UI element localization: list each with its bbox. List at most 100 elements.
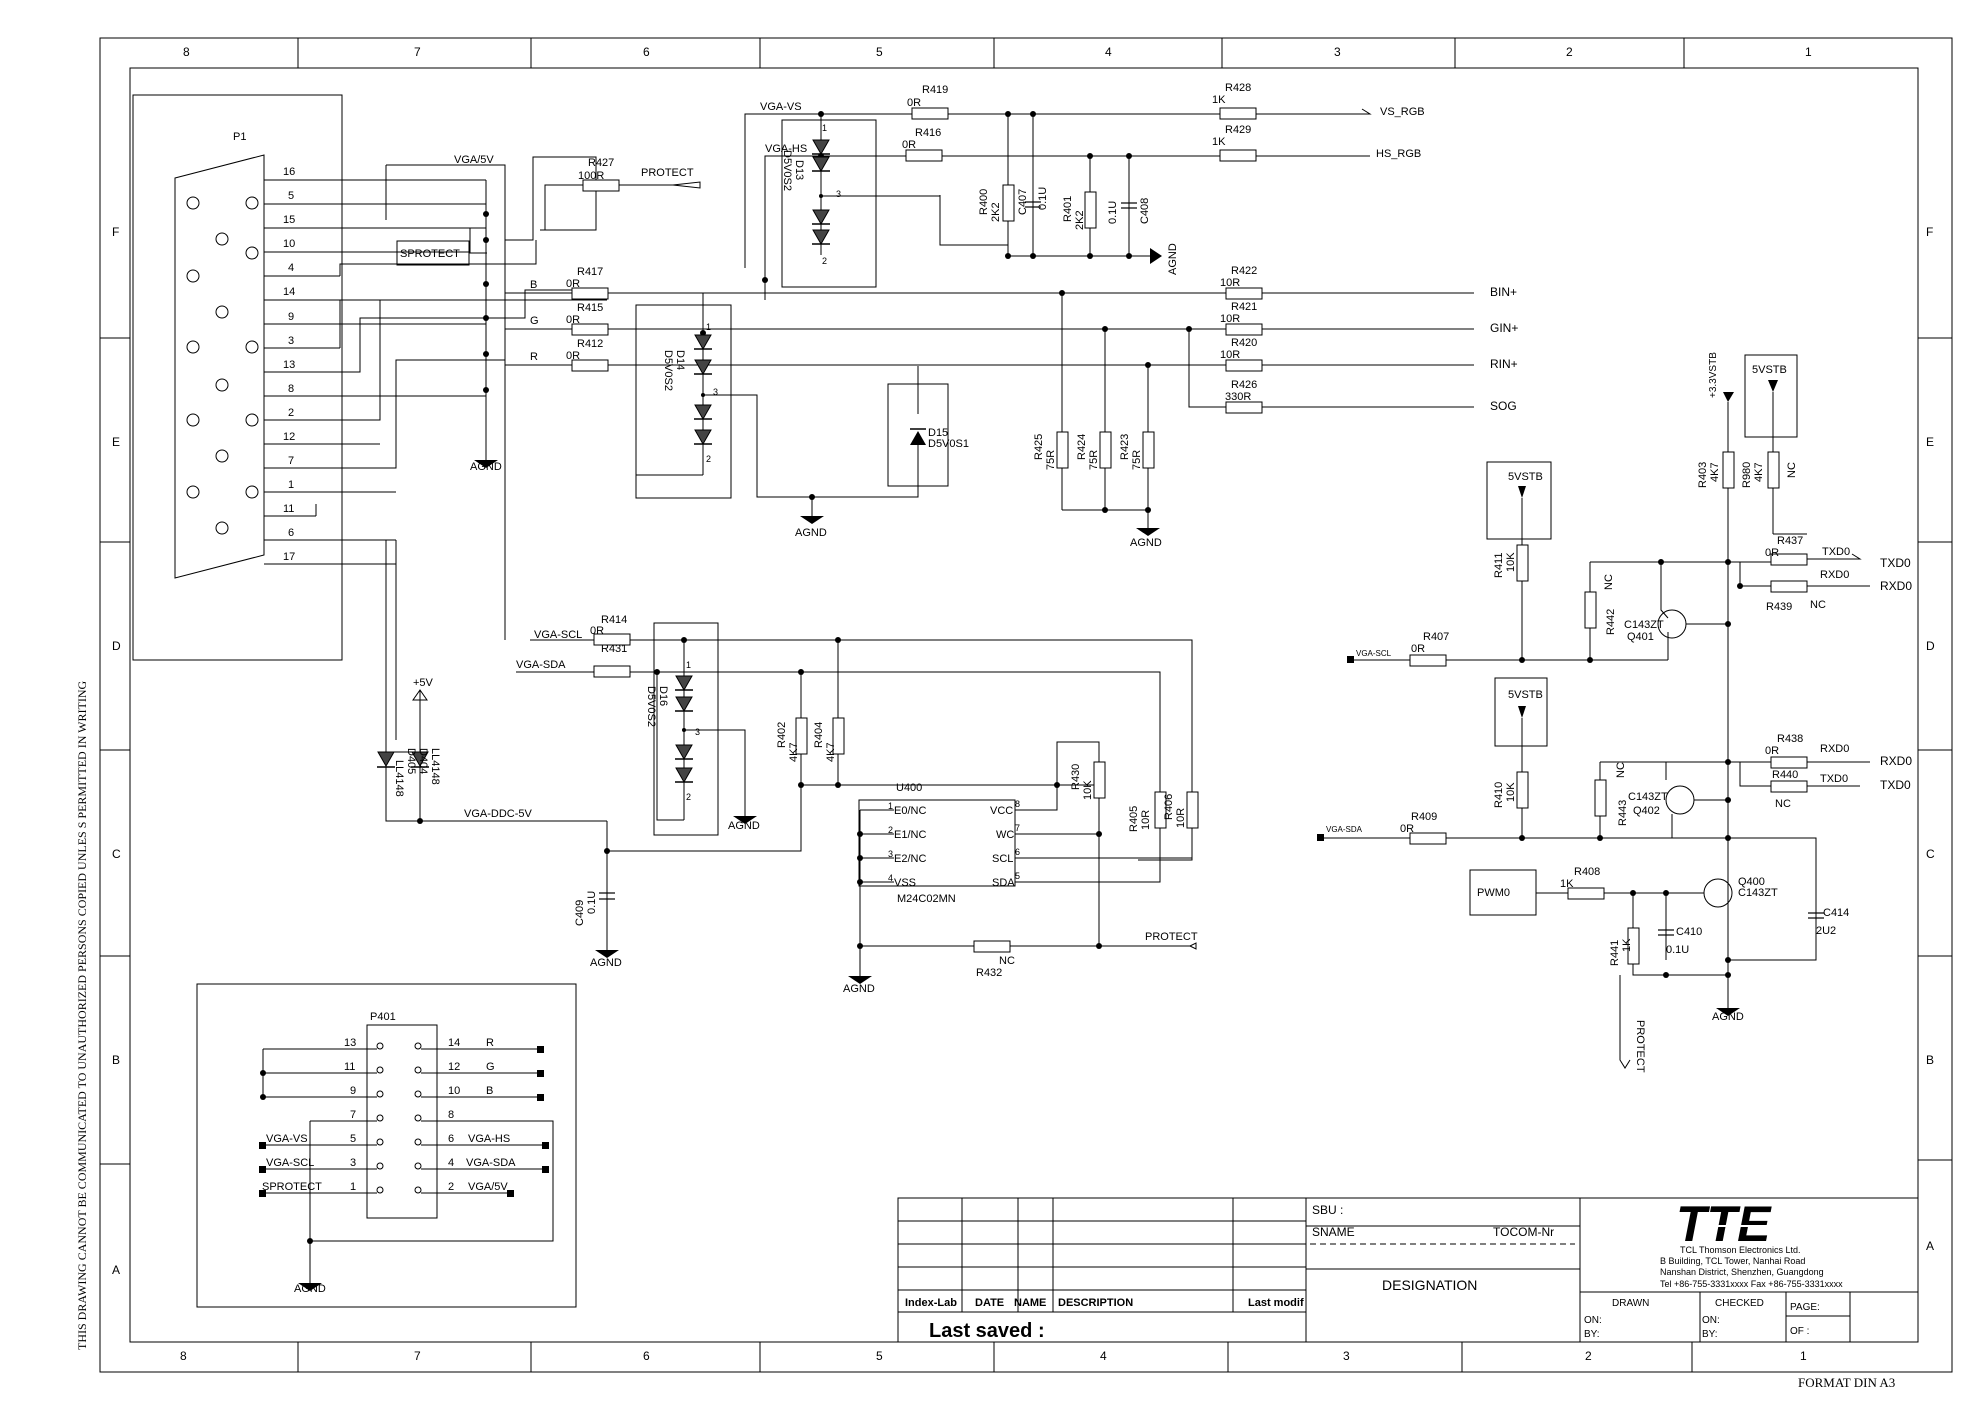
d405-val: LL4148	[393, 760, 405, 797]
u400-ref: U400	[896, 782, 922, 794]
resistor-r410	[1516, 771, 1529, 809]
r443-ref: R443	[1617, 800, 1629, 826]
col-label: 7	[414, 45, 421, 59]
r426-ref: R426	[1231, 379, 1257, 391]
page-label: PAGE:	[1790, 1302, 1820, 1313]
resistor-r438	[1770, 756, 1808, 769]
vga-hs-label: VGA-HS	[765, 143, 807, 155]
p33vstb-label: +3.3VSTB	[1708, 352, 1719, 398]
u400-pin: SDA	[992, 877, 1015, 889]
resistor-r403	[1722, 451, 1735, 489]
col-label: 7	[414, 1349, 421, 1363]
rxd0-port: RXD0	[1880, 754, 1912, 768]
row-label: F	[1926, 225, 1933, 239]
r440-ref: R440	[1772, 769, 1798, 781]
resistor-r422	[1225, 287, 1263, 300]
uart-section: +3.3VSTB 5VSTB R403 4K7 R980 4K7 NC R437…	[1317, 352, 1912, 1073]
p401-net: VGA/5V	[468, 1181, 508, 1193]
rgb-path: B G R R417 0R R415 0R R412 0R 1 3 2 D14	[505, 265, 1518, 549]
u400-pin-num: 3	[888, 849, 893, 859]
r437-val: 0R	[1765, 547, 1779, 559]
p1-pin-num: 5	[288, 190, 294, 202]
row-label: A	[1926, 1239, 1934, 1253]
company-line: Nanshan District, Shenzhen, Guangdong	[1660, 1267, 1824, 1277]
r425-ref: R425	[1033, 434, 1045, 460]
designation-label: DESIGNATION	[1382, 1277, 1477, 1293]
p401-pin-num: 3	[350, 1157, 356, 1169]
u400-pin-num: 2	[888, 825, 893, 835]
d14-ref: D14	[674, 350, 686, 370]
p401-pin-num: 11	[344, 1061, 355, 1073]
agnd-label: AGND	[1167, 243, 1179, 275]
r439-ref: R439	[1766, 601, 1792, 613]
u400-pin: E0/NC	[894, 805, 926, 817]
r442-nc: NC	[1603, 574, 1615, 590]
rxd0-label: RXD0	[1820, 569, 1849, 581]
p401-pin-num: 1	[350, 1181, 356, 1193]
r430-ref: R430	[1070, 764, 1082, 790]
u400-pin: WC	[996, 829, 1014, 841]
diode-d13	[781, 119, 877, 288]
row-label: C	[112, 847, 121, 861]
col-label: 2	[1585, 1349, 1592, 1363]
c408-val: 0.1U	[1107, 201, 1119, 224]
r410-val: 10K	[1505, 782, 1517, 802]
b-label: B	[530, 279, 537, 291]
col-label: 5	[876, 45, 883, 59]
p401-net: B	[486, 1085, 493, 1097]
u400-pin: VCC	[990, 805, 1013, 817]
r401-ref: R401	[1062, 196, 1074, 222]
sprotect-label: SPROTECT	[400, 248, 460, 260]
vga-vs-label: VGA-VS	[760, 101, 802, 113]
p401-pin-num: 8	[448, 1109, 454, 1121]
resistor-r429	[1219, 149, 1257, 162]
d13-ref: D13	[793, 160, 805, 180]
u400-pin-num: 1	[888, 801, 893, 811]
col-label: 3	[1343, 1349, 1350, 1363]
p1-pin-num: 2	[288, 407, 294, 419]
last-modif-header: Last modif	[1248, 1297, 1304, 1309]
diode-d16	[653, 622, 719, 836]
d404-ref: D404	[417, 748, 429, 774]
u400-pin-num: 4	[888, 873, 893, 883]
u400-pin-num: 5	[1015, 871, 1020, 881]
r423-ref: R423	[1119, 434, 1131, 460]
resistor-r442	[1584, 591, 1597, 629]
agnd-label: AGND	[470, 461, 502, 473]
r421-ref: R421	[1231, 301, 1257, 313]
r432-ref: R432	[976, 967, 1002, 979]
c409-val: 0.1U	[586, 891, 598, 914]
resistor-r431	[593, 665, 631, 678]
resistor-r421	[1225, 323, 1263, 336]
protect-label: PROTECT	[641, 167, 694, 179]
vga-ddc-label: VGA-DDC-5V	[464, 808, 533, 820]
r421-val: 10R	[1220, 313, 1240, 325]
c414-ref: C414	[1823, 907, 1849, 919]
p1-pin-num: 14	[283, 286, 295, 298]
resistor-r425	[1056, 431, 1069, 469]
u400-pin: SCL	[992, 853, 1013, 865]
agnd-bus: AGND	[470, 180, 502, 473]
r408-val: 1K	[1560, 878, 1574, 890]
r424-ref: R424	[1076, 434, 1088, 460]
p401-net: VGA-HS	[468, 1133, 510, 1145]
r420-ref: R420	[1231, 337, 1257, 349]
5vstb-box	[1744, 354, 1798, 438]
resistor-r407	[1409, 654, 1447, 667]
5vstb-box	[1494, 677, 1548, 747]
c408-ref: C408	[1139, 198, 1151, 224]
date-header: DATE	[975, 1297, 1004, 1309]
r428-ref: R428	[1225, 82, 1251, 94]
r422-ref: R422	[1231, 265, 1257, 277]
r419-val: 0R	[907, 97, 921, 109]
5vstb-box	[1486, 461, 1552, 540]
d13-val: D5V0S2	[781, 150, 793, 191]
row-label: D	[1926, 639, 1935, 653]
col-label: 1	[1800, 1349, 1807, 1363]
p401-pin-num: 10	[448, 1085, 460, 1097]
r400-val: 2K2	[990, 202, 1002, 222]
r438-ref: R438	[1777, 733, 1803, 745]
p1-pin-num: 11	[283, 503, 294, 515]
q401-val: C143ZT	[1624, 619, 1664, 631]
